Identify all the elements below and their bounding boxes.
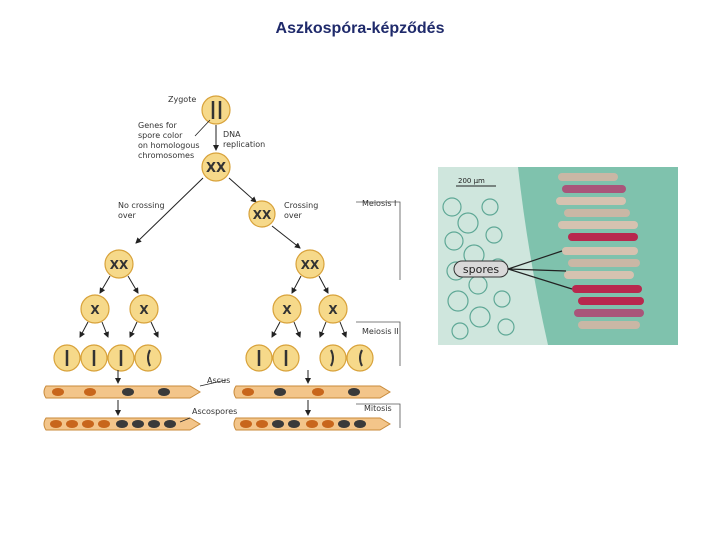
svg-text:No crossing: No crossing <box>118 201 165 210</box>
ascus-pointer <box>199 379 227 387</box>
ascus-spores-row-1 <box>52 388 360 396</box>
ascus-spores-row-2 <box>50 420 366 428</box>
scale-label: 200 µm <box>458 177 485 185</box>
arrow <box>293 321 301 338</box>
spores-label: spores <box>463 263 499 276</box>
arrow <box>291 275 302 294</box>
svg-text:XX: XX <box>110 258 129 272</box>
svg-text:X: X <box>328 303 338 317</box>
arrow <box>150 321 159 338</box>
svg-text:XX: XX <box>253 208 272 222</box>
meiosis2-cell: X <box>80 294 110 324</box>
svg-text:X: X <box>282 303 292 317</box>
svg-text:on homologous: on homologous <box>138 141 200 150</box>
meiosis2-cell: X <box>272 294 302 324</box>
arrow <box>319 321 327 338</box>
branch-arrow-left <box>135 177 204 244</box>
haploid-cell-row <box>53 344 374 372</box>
ascospore-formation-diagram: Zygote Genes for spore color on homologo… <box>43 95 401 431</box>
svg-text:replication: replication <box>223 140 265 149</box>
arrow <box>127 275 139 294</box>
genes-pointer <box>194 119 211 137</box>
arrow <box>99 275 111 294</box>
zygote-label: Zygote <box>168 95 196 104</box>
dna-replication-label: DNA replication <box>223 130 265 149</box>
arrow <box>339 321 347 338</box>
branch-arrow-right <box>228 177 257 203</box>
svg-text:Genes for: Genes for <box>138 121 178 130</box>
ascospores-pointer <box>179 417 191 423</box>
svg-text:spore color: spore color <box>138 131 183 140</box>
svg-text:X: X <box>139 303 149 317</box>
arrow <box>129 321 138 338</box>
spores-pointers <box>507 250 573 290</box>
svg-text:XX: XX <box>206 161 226 176</box>
svg-text:XX: XX <box>301 258 320 272</box>
meiosis2-label: Meiosis II <box>362 327 399 336</box>
meiosis1-cell: XX <box>295 249 325 279</box>
arrow <box>101 321 109 338</box>
meiosis2-cell: X <box>318 294 348 324</box>
meiosis2-cell: X <box>129 294 159 324</box>
meiosis1-label: Meiosis I <box>362 199 396 208</box>
mitosis-label: Mitosis <box>364 404 392 413</box>
meiosis1-bracket <box>356 201 401 280</box>
crossing-over-label: Crossing over <box>284 201 318 220</box>
svg-text:Crossing: Crossing <box>284 201 318 210</box>
no-crossing-label: No crossing over <box>118 201 165 220</box>
svg-text:over: over <box>284 211 303 220</box>
asci-columns <box>556 173 644 329</box>
ascus-label: Ascus <box>207 376 230 385</box>
genes-label: Genes for spore color on homologous chro… <box>138 121 200 160</box>
arrow <box>79 321 89 338</box>
ascocarp-micrograph: 200 µm spores <box>438 167 678 345</box>
svg-text:X: X <box>90 303 100 317</box>
mitosis-bracket <box>356 403 401 428</box>
meiosis1-cell: XX <box>104 249 134 279</box>
crossing-arrow <box>271 225 301 249</box>
arrow <box>271 321 281 338</box>
replicated-cell: XX <box>201 152 231 182</box>
zygote-cell <box>201 95 231 125</box>
meiosis2-bracket <box>356 321 401 366</box>
svg-text:over: over <box>118 211 137 220</box>
ascospores-label: Ascospores <box>192 407 237 416</box>
page-title: Aszkospóra-képződés <box>275 20 445 37</box>
svg-text:DNA: DNA <box>223 130 241 139</box>
crossing-over-cell: XX <box>248 200 276 228</box>
arrow <box>318 275 329 294</box>
svg-text:chromosomes: chromosomes <box>138 151 194 160</box>
